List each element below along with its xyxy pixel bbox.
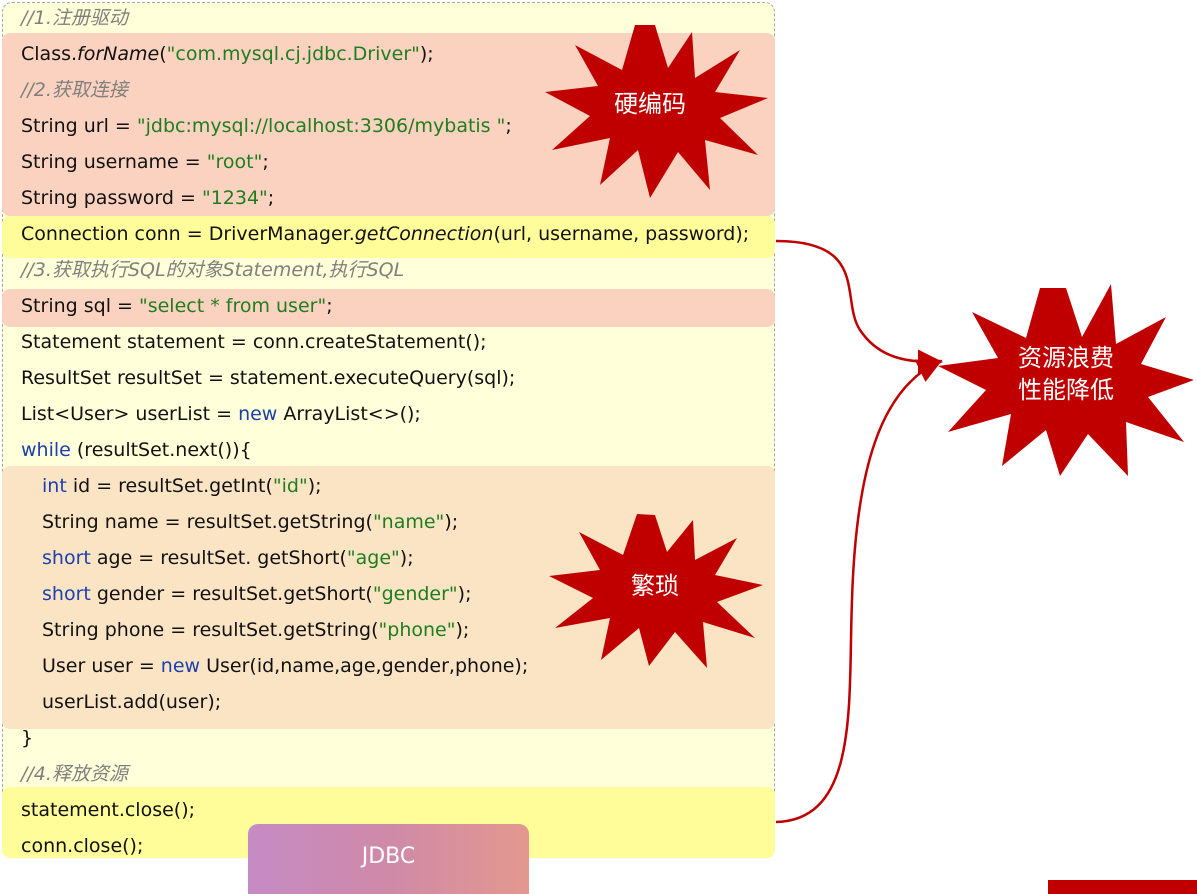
code-line-conn-close: conn.close(); [21,835,144,857]
code-comment-get-connection: //2.获取连接 [21,79,128,101]
resource-label-line1: 资源浪费 [1018,344,1114,372]
arrow-from-connection [775,239,943,375]
code-line-class-forname: Class.forName("com.mysql.cj.jdbc.Driver"… [21,43,434,65]
code-line-gender: short gender = resultSet.getShort("gende… [42,583,472,605]
code-line-sql: String sql = "select * from user"; [21,295,333,317]
code-comment-release: //4.释放资源 [21,763,128,785]
code-line-phone: String phone = resultSet.getString("phon… [42,619,470,641]
tedious-label: 繁琐 [631,572,679,600]
code-line-userlist: List<User> userList = new ArrayList<>(); [21,403,421,425]
code-line-statement-close: statement.close(); [21,799,196,821]
code-line-password: String password = "1234"; [21,187,275,209]
code-line-statement: Statement statement = conn.createStateme… [21,331,487,353]
corner-badge [1048,880,1197,894]
code-line-resultset: ResultSet resultSet = statement.executeQ… [21,367,516,389]
code-line-add-user: userList.add(user); [42,691,222,713]
arrow-from-close [775,359,943,824]
resource-label-line2: 性能降低 [1018,376,1114,404]
code-line-id: int id = resultSet.getInt("id"); [42,475,322,497]
tedious-starburst [549,514,763,668]
code-line-age: short age = resultSet. getShort("age"); [42,547,414,569]
code-comment-statement: //3.获取执行SQL的对象Statement,执行SQL [21,259,405,281]
resource-starburst [938,284,1194,476]
code-line-close-brace: } [21,727,34,749]
code-line-username: String username = "root"; [21,151,269,173]
connection-highlight [2,216,775,258]
code-line-url: String url = "jdbc:mysql://localhost:330… [21,115,512,137]
code-comment-register-driver: //1.注册驱动 [21,7,128,29]
code-line-while: while (resultSet.next()){ [21,439,252,461]
code-line-new-user: User user = new User(id,name,age,gender,… [42,655,529,677]
code-line-get-connection: Connection conn = DriverManager.getConne… [21,223,750,245]
hardcode-starburst [545,25,768,198]
sql-highlight [2,289,775,327]
code-line-name: String name = resultSet.getString("name"… [42,511,459,533]
jdbc-tab[interactable]: JDBC [248,824,529,894]
hardcode-label: 硬编码 [614,90,686,118]
